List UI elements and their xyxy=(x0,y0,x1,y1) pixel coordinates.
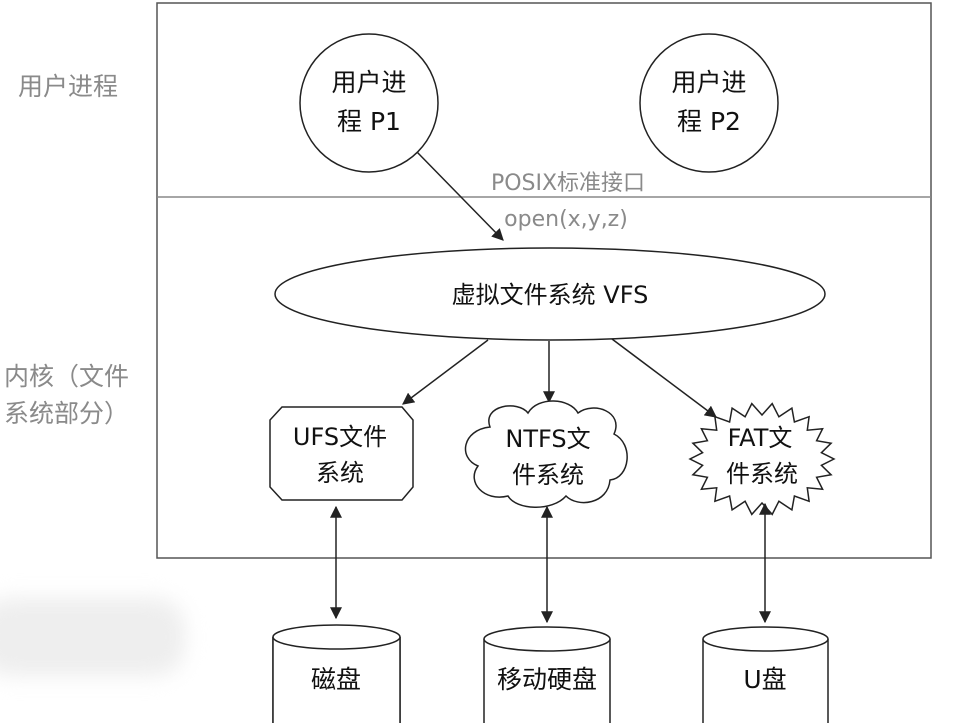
vfs-label: 虚拟文件系统 VFS xyxy=(452,281,649,309)
blurred-region xyxy=(0,598,185,676)
fat-label-line2: 件系统 xyxy=(726,460,798,488)
removable-disk-cylinder: 移动硬盘 xyxy=(483,626,611,723)
open-call-label: open(x,y,z) xyxy=(504,207,628,232)
posix-interface-label: POSIX标准接口 xyxy=(491,171,645,196)
kernel-label-line2: 系统部分） xyxy=(4,399,130,428)
process-p1: 用户进 程 P1 xyxy=(299,33,439,173)
removable-disk-label: 移动硬盘 xyxy=(497,665,597,694)
ntfs-label-line1: NTFS文 xyxy=(505,425,590,453)
arrow-vfs-to-ufs xyxy=(402,339,489,405)
process-p2: 用户进 程 P2 xyxy=(639,33,779,173)
arrow-vfs-to-fat xyxy=(611,338,717,418)
ntfs-node: NTFS文 件系统 xyxy=(464,400,628,508)
kernel-label-line1: 内核（文件 xyxy=(4,362,130,391)
vfs-node: 虚拟文件系统 VFS xyxy=(274,247,826,341)
process-p1-label-line1: 用户进 xyxy=(331,68,406,97)
process-p2-label-line1: 用户进 xyxy=(671,68,746,97)
ufs-label-line1: UFS文件 xyxy=(293,423,387,451)
usb-disk-label: U盘 xyxy=(743,665,786,694)
ufs-node: UFS文件 系统 xyxy=(269,406,414,501)
usb-disk-cylinder: U盘 xyxy=(702,626,829,723)
fat-label-line1: FAT文 xyxy=(728,424,793,452)
process-p2-label-line2: 程 P2 xyxy=(677,107,741,136)
fat-node: FAT文 件系统 xyxy=(688,402,836,516)
ufs-label-line2: 系统 xyxy=(316,459,364,487)
ntfs-label-line2: 件系统 xyxy=(512,461,584,489)
disk-label: 磁盘 xyxy=(311,665,361,694)
disk-cylinder: 磁盘 xyxy=(272,624,401,723)
user-process-label: 用户进程 xyxy=(18,72,119,101)
arrow-p1-to-vfs xyxy=(416,151,504,241)
process-p1-label-line2: 程 P1 xyxy=(337,107,401,136)
